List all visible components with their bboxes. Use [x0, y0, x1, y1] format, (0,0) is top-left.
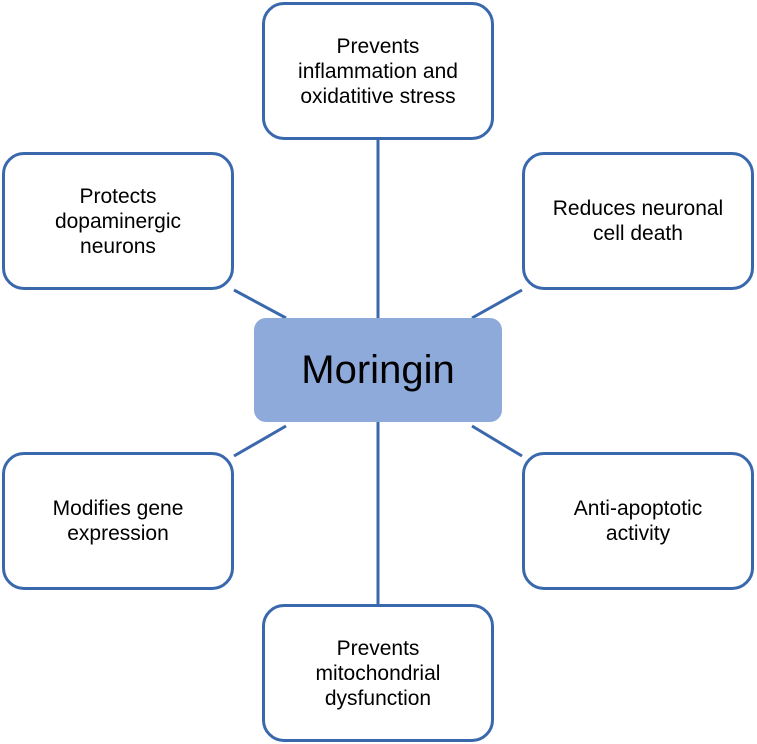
node-modifies-gene-expression: Modifies gene expression: [2, 452, 234, 590]
center-node-moringin: Moringin: [254, 318, 502, 422]
connector-upper-right: [471, 288, 523, 320]
node-prevents-mitochondrial-dysfunction: Prevents mitochondrial dysfunction: [262, 604, 494, 742]
connector-lower-left: [233, 424, 287, 458]
node-protects-dopaminergic-neurons: Protects dopaminergic neurons: [2, 152, 234, 290]
node-anti-apoptotic-activity: Anti-apoptotic activity: [522, 452, 754, 590]
node-prevents-inflammation: Prevents inflammation and oxidatitive st…: [262, 2, 494, 140]
node-reduces-neuronal-cell-death: Reduces neuronal cell death: [522, 152, 754, 290]
connector-upper-left: [233, 288, 287, 320]
connector-lower-right: [471, 424, 523, 458]
